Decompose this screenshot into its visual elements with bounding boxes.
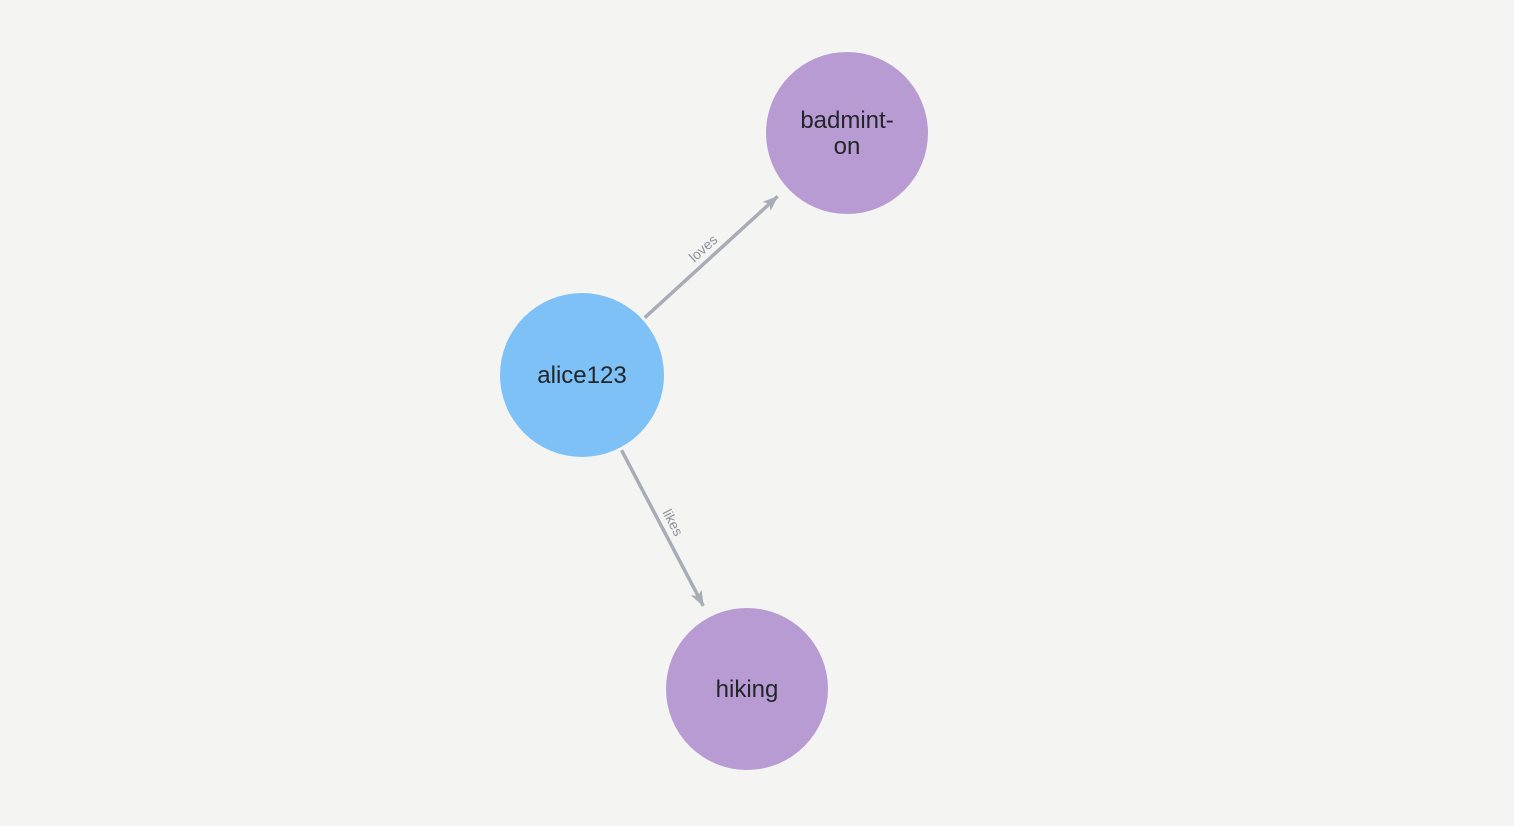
edge-loves[interactable]: loves [643, 195, 779, 319]
node-circle-badminton[interactable] [766, 52, 928, 214]
node-label-line: alice123 [537, 362, 626, 389]
edge-label-loves: loves [686, 231, 721, 265]
node-circle-hiking[interactable] [666, 608, 828, 770]
node-hiking[interactable]: hiking [666, 608, 828, 770]
node-label-line: badmint- [800, 107, 893, 134]
node-label-line: on [834, 133, 861, 160]
edge-line-likes[interactable] [619, 449, 705, 607]
node-label-hiking: hiking [716, 676, 779, 703]
edge-likes[interactable]: likes [619, 449, 705, 607]
edge-line-loves[interactable] [643, 195, 779, 319]
node-alice123[interactable]: alice123 [500, 293, 664, 457]
node-circle-alice123[interactable] [500, 293, 664, 457]
node-label-line: hiking [716, 676, 779, 703]
node-label-alice123: alice123 [537, 362, 626, 389]
node-label-badminton: badmint-on [800, 107, 893, 160]
node-badminton[interactable]: badmint-on [766, 52, 928, 214]
